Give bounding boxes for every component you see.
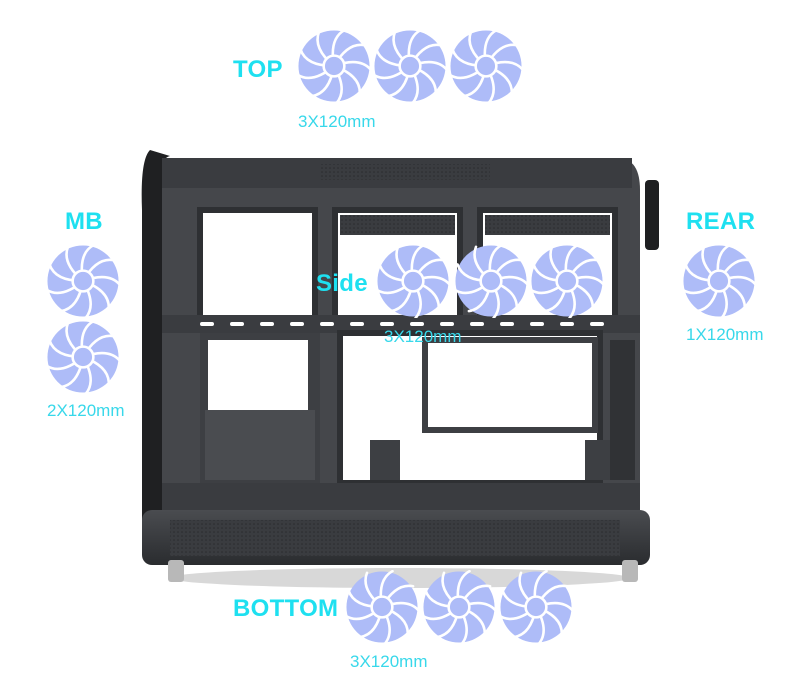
- top-label: TOP: [233, 56, 283, 83]
- fan-icon: [422, 570, 496, 644]
- bottom-label: BOTTOM: [233, 595, 339, 622]
- side-label: Side: [316, 270, 368, 297]
- rear-spec: 1X120mm: [686, 325, 764, 344]
- fan-icon: [297, 29, 371, 103]
- top-spec: 3X120mm: [298, 112, 376, 131]
- fan-icon: [499, 570, 573, 644]
- mb-spec: 2X120mm: [47, 401, 125, 420]
- fan-icon: [376, 244, 450, 318]
- fan-icon: [449, 29, 523, 103]
- fan-icon: [373, 29, 447, 103]
- pc-case-illustration: [141, 150, 659, 588]
- side-spec: 3X120mm: [384, 327, 462, 346]
- mb-label: MB: [65, 208, 103, 235]
- top-vent: [320, 164, 490, 180]
- fan-icon: [345, 570, 419, 644]
- fan-icon: [454, 244, 528, 318]
- fan-icon: [530, 244, 604, 318]
- bottom-spec: 3X120mm: [350, 652, 428, 671]
- rear-label: REAR: [686, 208, 756, 235]
- fan-icon: [682, 244, 756, 318]
- fan-icon: [46, 320, 120, 394]
- fan-icon: [46, 244, 120, 318]
